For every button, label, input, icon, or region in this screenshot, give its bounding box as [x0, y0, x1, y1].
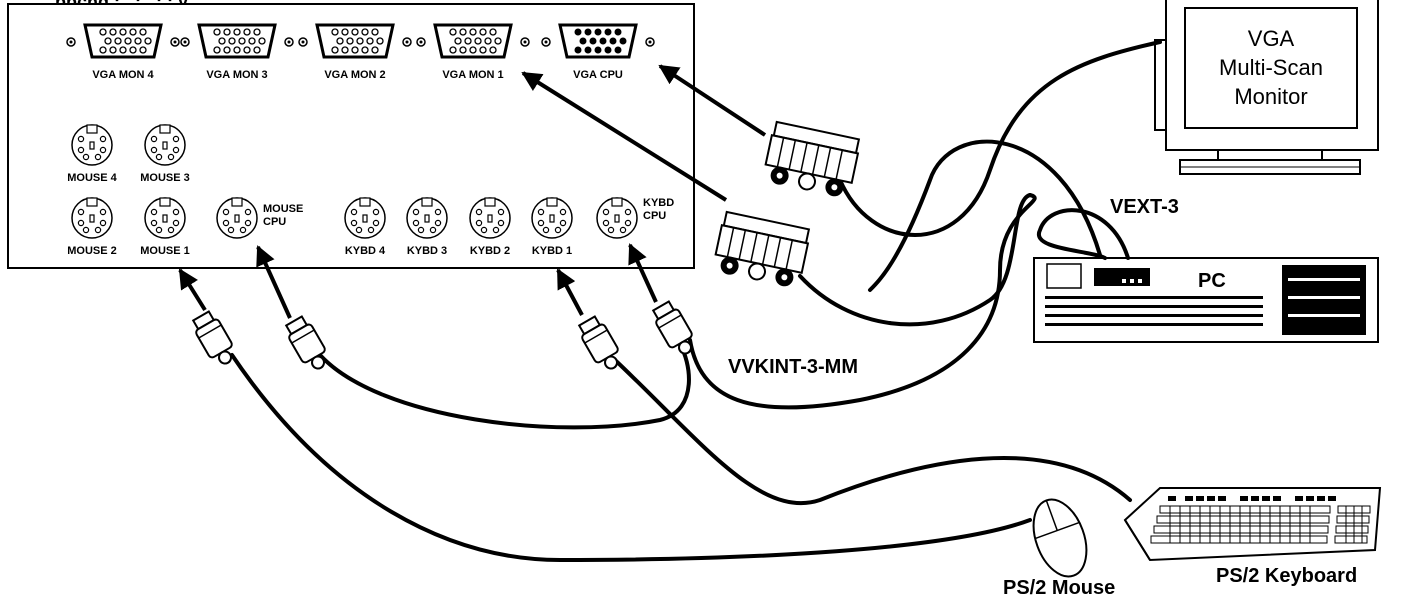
vext-cable-label: VEXT-3 [1110, 196, 1179, 218]
vga-port-cpu [541, 23, 655, 59]
mouse-cpu-label: CPU [263, 216, 286, 228]
ps2-mouse-label: PS/2 Mouse [1003, 577, 1115, 599]
ps2-port-icon [344, 197, 386, 239]
vga-connector-icon [714, 210, 811, 287]
vga-port-icon [416, 23, 530, 59]
keyboard-cable [613, 358, 1132, 506]
arrow-icon [658, 64, 767, 137]
vga-port-label: VGA MON 2 [324, 69, 385, 81]
mouse-port-label: MOUSE 3 [140, 172, 190, 184]
pc-label: PC [1198, 270, 1226, 292]
arrow-icon [556, 268, 584, 316]
mouse-cable [230, 353, 1032, 563]
ps2-port-icon [144, 197, 186, 239]
ps2-plug-icon [281, 313, 334, 376]
mouse-port-label: MOUSE 1 [140, 245, 190, 257]
arrow-icon [628, 243, 658, 303]
ps2-port-icon [406, 197, 448, 239]
ps2-port-icon [144, 124, 186, 166]
mouse-cpu-cable [318, 343, 691, 430]
vvkint-cable [798, 193, 1032, 327]
vga-port-icon [541, 23, 655, 59]
pc-icon [1033, 257, 1379, 343]
kybd-port-label: KYBD 4 [345, 245, 386, 257]
arrow-icon [178, 268, 207, 312]
keyboard-icon [1123, 487, 1382, 562]
mouse-port-label: MOUSE 2 [67, 245, 117, 257]
ps2-keyboard-label: PS/2 Keyboard [1216, 565, 1357, 587]
pc-cable-loop [1036, 208, 1130, 260]
vga-port-icon [180, 23, 294, 59]
ps2-port-icon [216, 197, 258, 239]
kybd-port-label: KYBD 2 [470, 245, 510, 257]
vga-port-mon2 [298, 23, 412, 59]
monitor-label: Multi-Scan [1219, 55, 1323, 80]
arrow-icon [256, 245, 292, 319]
kybd-cpu-label: CPU [643, 210, 666, 222]
kybd-cpu-label: KYBD [643, 197, 674, 209]
vga-port-icon [298, 23, 412, 59]
mouse-port-label: MOUSE 4 [67, 172, 117, 184]
kybd-port-label: KYBD 1 [532, 245, 572, 257]
ps2-port-icon [71, 197, 113, 239]
kybd-port-label: KYBD 3 [407, 245, 447, 257]
vga-port-label: VGA MON 1 [442, 69, 503, 81]
ps2-port-icon [596, 197, 638, 239]
vvkint-cable-label: VVKINT-3-MM [728, 356, 858, 378]
vga-port-label: VGA CPU [573, 69, 623, 81]
kybd-cpu-cable [688, 193, 1037, 410]
arrow-icon [521, 71, 728, 202]
vga-port-mon3 [180, 23, 294, 59]
monitor-label: VGA [1248, 26, 1295, 51]
ps2-port-icon [71, 124, 113, 166]
vga-port-label: VGA MON 4 [92, 69, 154, 81]
mouse-icon [1032, 498, 1088, 578]
vga-port-icon [66, 23, 180, 59]
monitor-label: Monitor [1234, 84, 1307, 109]
mouse-cpu-label: MOUSE [263, 203, 303, 215]
vga-port-label: VGA MON 3 [206, 69, 267, 81]
vext-cable [868, 139, 1102, 292]
ps2-plug-icon [188, 308, 241, 371]
vga-connector-icon [764, 120, 861, 197]
vga-port-mon1 [416, 23, 530, 59]
vga-port-mon4 [66, 23, 180, 59]
ps2-port-icon [469, 197, 511, 239]
vga-cable [838, 40, 1162, 237]
monitor-icon [1154, 0, 1379, 175]
ps2-port-icon [531, 197, 573, 239]
